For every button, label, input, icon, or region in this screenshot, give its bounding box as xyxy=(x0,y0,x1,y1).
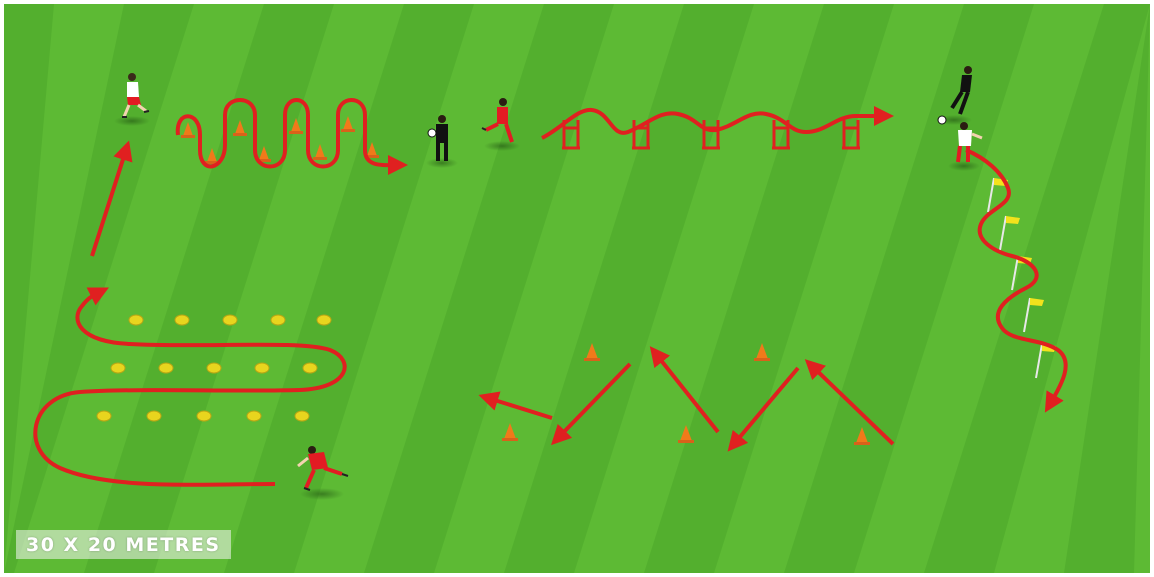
disc-marker xyxy=(129,315,143,325)
area-dimensions-label: 30 X 20 METRES xyxy=(16,530,231,559)
disc-marker xyxy=(159,363,173,373)
disc-marker xyxy=(197,411,211,421)
disc-marker xyxy=(255,363,269,373)
disc-marker xyxy=(303,363,317,373)
pitch-stripes xyxy=(4,4,1150,573)
disc-marker xyxy=(207,363,221,373)
disc-marker xyxy=(97,411,111,421)
disc-marker xyxy=(223,315,237,325)
disc-marker xyxy=(271,315,285,325)
disc-marker xyxy=(111,363,125,373)
disc-marker xyxy=(247,411,261,421)
disc-marker xyxy=(147,411,161,421)
disc-marker xyxy=(295,411,309,421)
disc-marker xyxy=(317,315,331,325)
disc-marker xyxy=(175,315,189,325)
